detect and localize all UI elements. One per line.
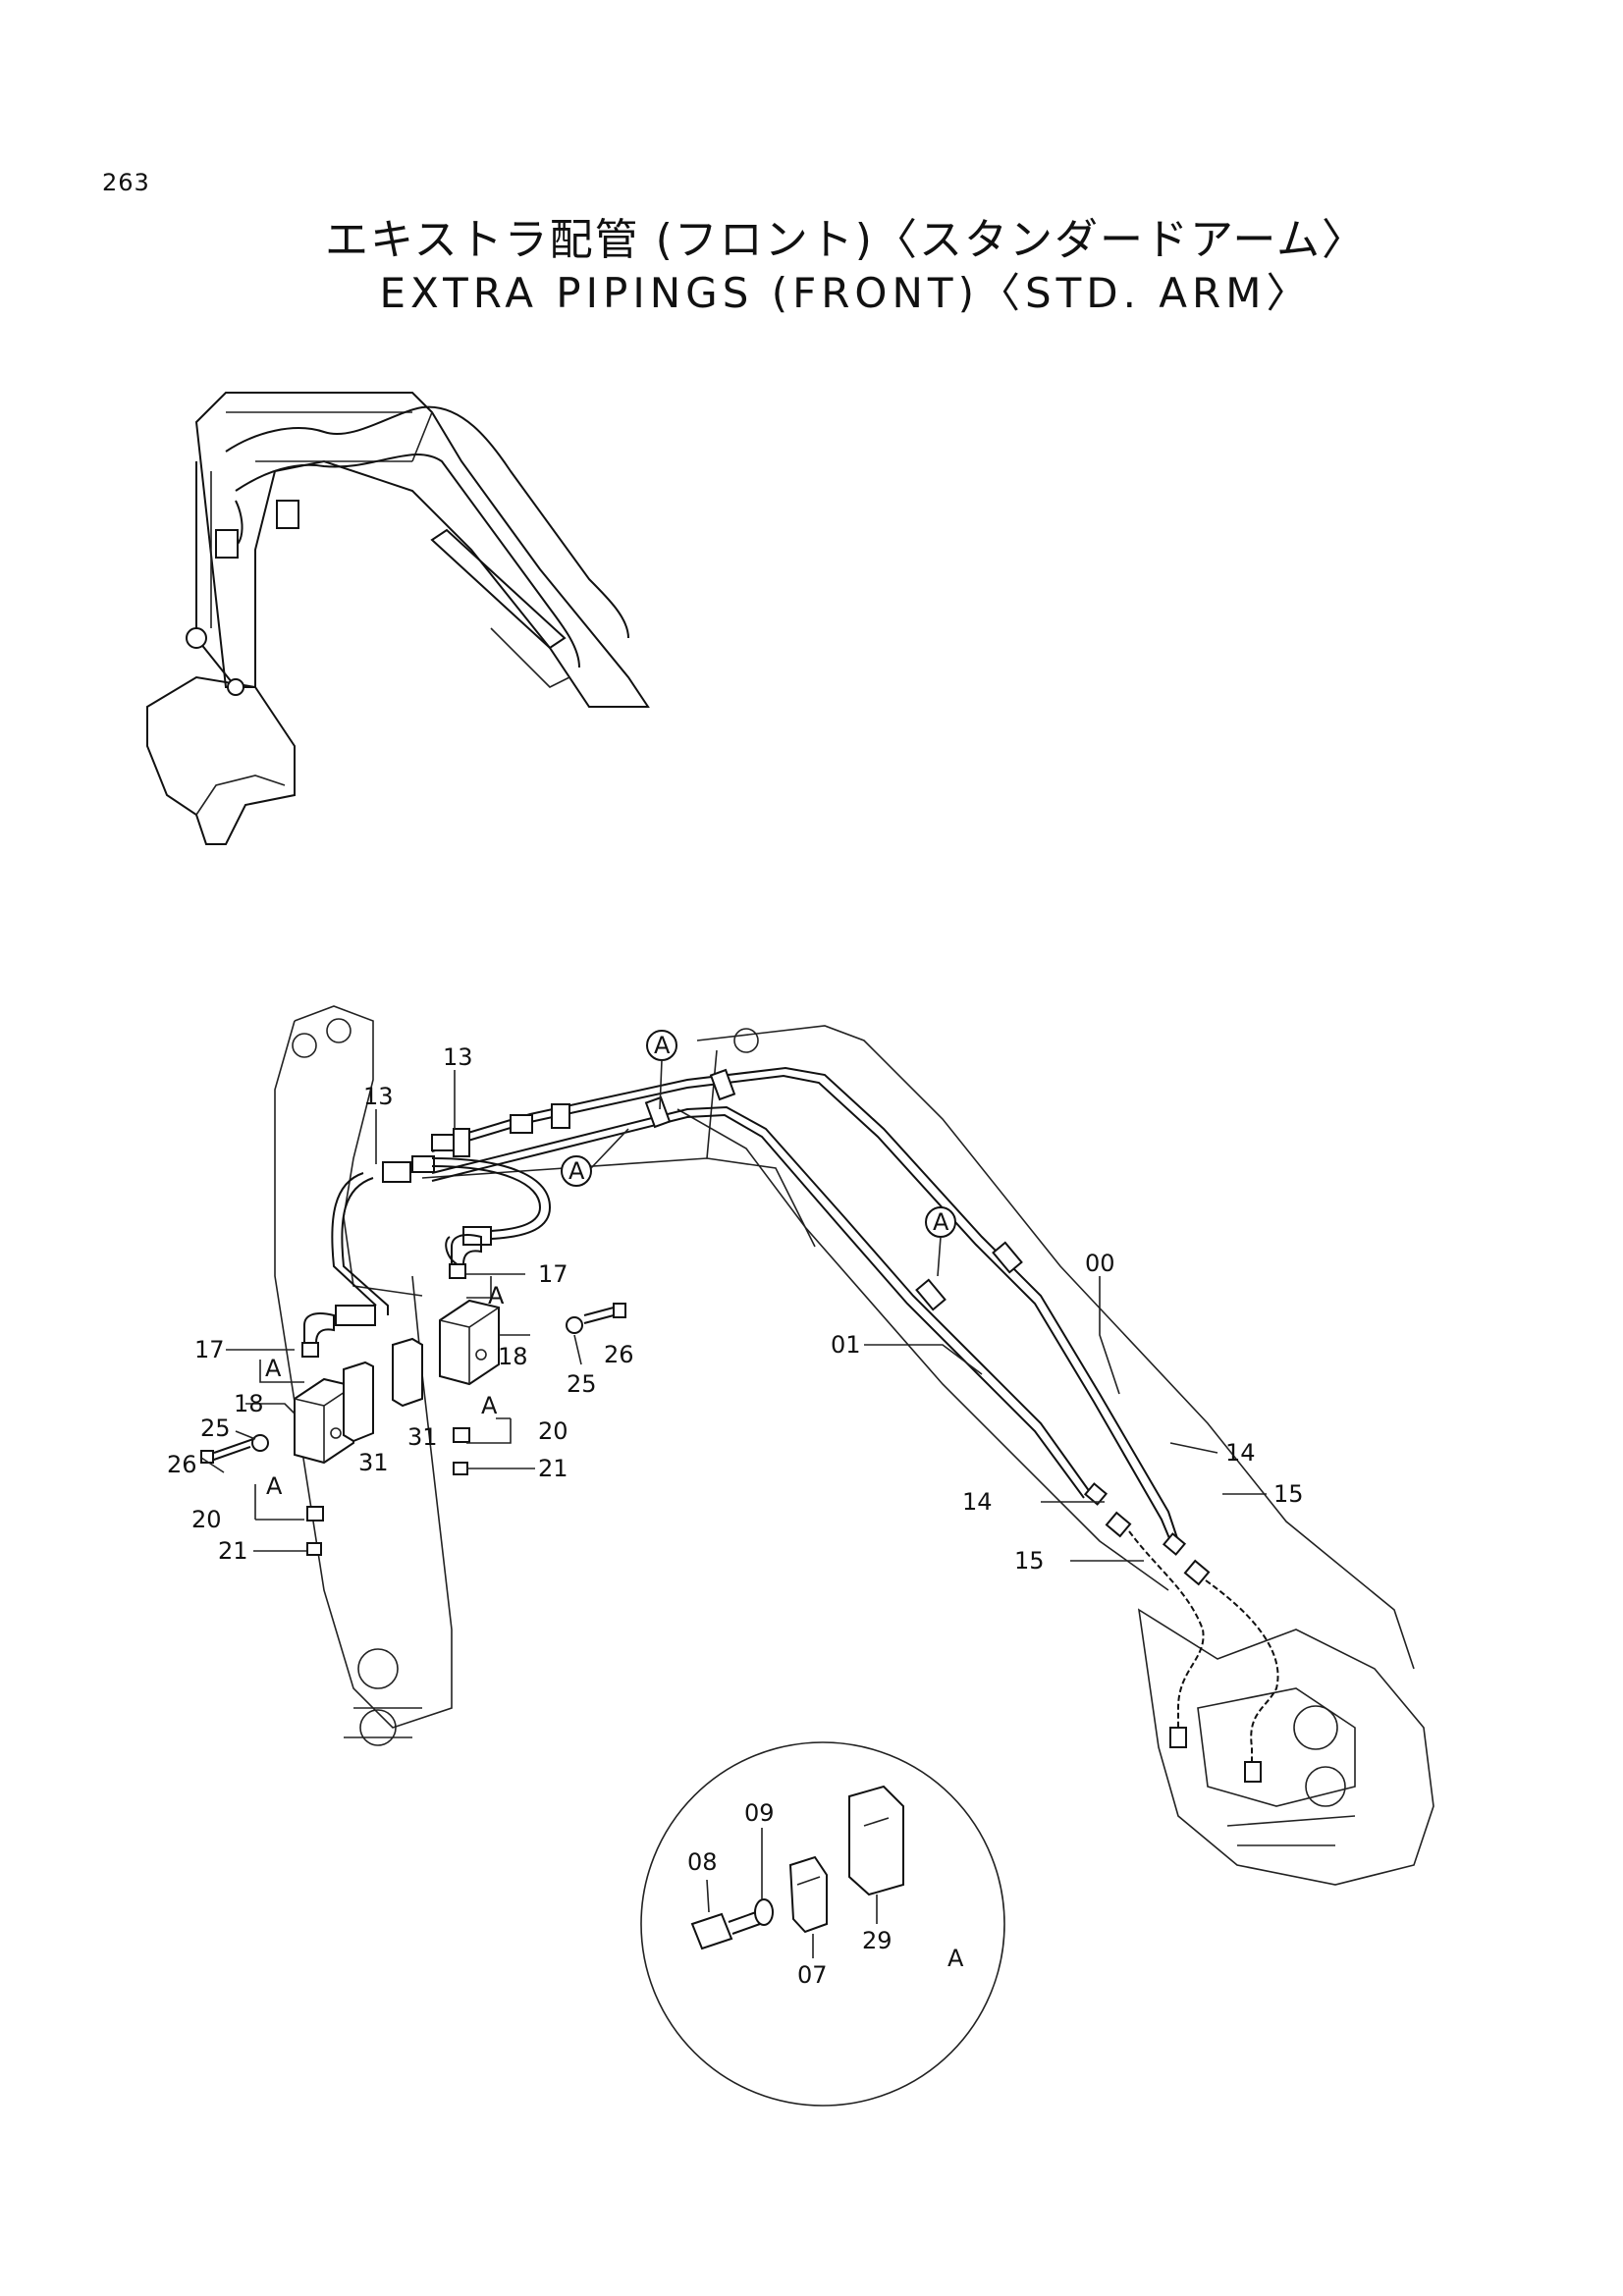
callout-labels: 13 13 A A A 00 01 17 17 A A 18 18 25 25 … <box>167 1032 1304 1989</box>
callout-31-right: 31 <box>407 1423 438 1451</box>
callout-26-left: 26 <box>167 1451 197 1478</box>
callout-17-left: 17 <box>194 1336 225 1363</box>
marker-a-1: A <box>654 1032 671 1059</box>
callout-18-right: 18 <box>498 1343 528 1370</box>
detail-a-label: A <box>947 1945 964 1972</box>
detail-circle <box>640 1741 1005 2107</box>
callout-a-lower-left: A <box>266 1472 283 1500</box>
title-japanese: エキストラ配管 (フロント)〈スタンダードアーム〉 <box>324 215 1368 265</box>
callout-29: 29 <box>862 1927 893 1954</box>
fittings-13 <box>382 1114 533 1183</box>
callout-15-right: 15 <box>1273 1480 1304 1508</box>
marker-a-2: A <box>568 1157 585 1185</box>
callout-20-right: 20 <box>538 1417 568 1445</box>
callout-a-left: A <box>265 1355 282 1382</box>
callout-14-right: 14 <box>1225 1439 1256 1467</box>
callout-09: 09 <box>744 1799 775 1827</box>
callout-13-top: 13 <box>443 1043 473 1071</box>
callout-18-left: 18 <box>234 1390 264 1417</box>
callout-a-right: A <box>488 1282 505 1309</box>
callout-07: 07 <box>797 1961 828 1989</box>
pipe-clamps <box>551 1068 1023 1311</box>
valve-blocks <box>294 1299 500 1465</box>
elbow-fittings <box>301 1234 482 1358</box>
title-english: EXTRA PIPINGS (FRONT)〈STD. ARM〉 <box>379 269 1313 317</box>
callout-17-right: 17 <box>538 1260 568 1288</box>
callout-13-left: 13 <box>363 1083 394 1110</box>
pipe-01 <box>431 1105 1091 1499</box>
overview-sketch <box>146 392 650 845</box>
callout-a-lower-right: A <box>481 1392 498 1419</box>
leader-lines <box>200 1070 1267 1562</box>
callout-31-left: 31 <box>358 1449 389 1476</box>
callout-26-right: 26 <box>604 1341 634 1368</box>
hoses-15 <box>1083 1482 1279 1783</box>
callout-00: 00 <box>1085 1250 1115 1277</box>
callout-01: 01 <box>831 1331 861 1359</box>
marker-a-3: A <box>933 1208 949 1236</box>
boom-outline <box>421 1025 1434 1886</box>
callout-14-left: 14 <box>962 1488 993 1516</box>
callout-08: 08 <box>687 1848 718 1876</box>
detail-markers <box>561 1030 956 1277</box>
callout-20-left: 20 <box>191 1506 222 1533</box>
callout-15-left: 15 <box>1014 1547 1045 1575</box>
callout-25-right: 25 <box>567 1370 597 1398</box>
hoses-arm <box>331 1157 552 1326</box>
callout-25-left: 25 <box>200 1415 231 1442</box>
callout-21-left: 21 <box>218 1537 248 1565</box>
page-number: 263 <box>102 169 150 196</box>
callout-21-right: 21 <box>538 1455 568 1482</box>
pipe-00 <box>431 1066 1179 1544</box>
